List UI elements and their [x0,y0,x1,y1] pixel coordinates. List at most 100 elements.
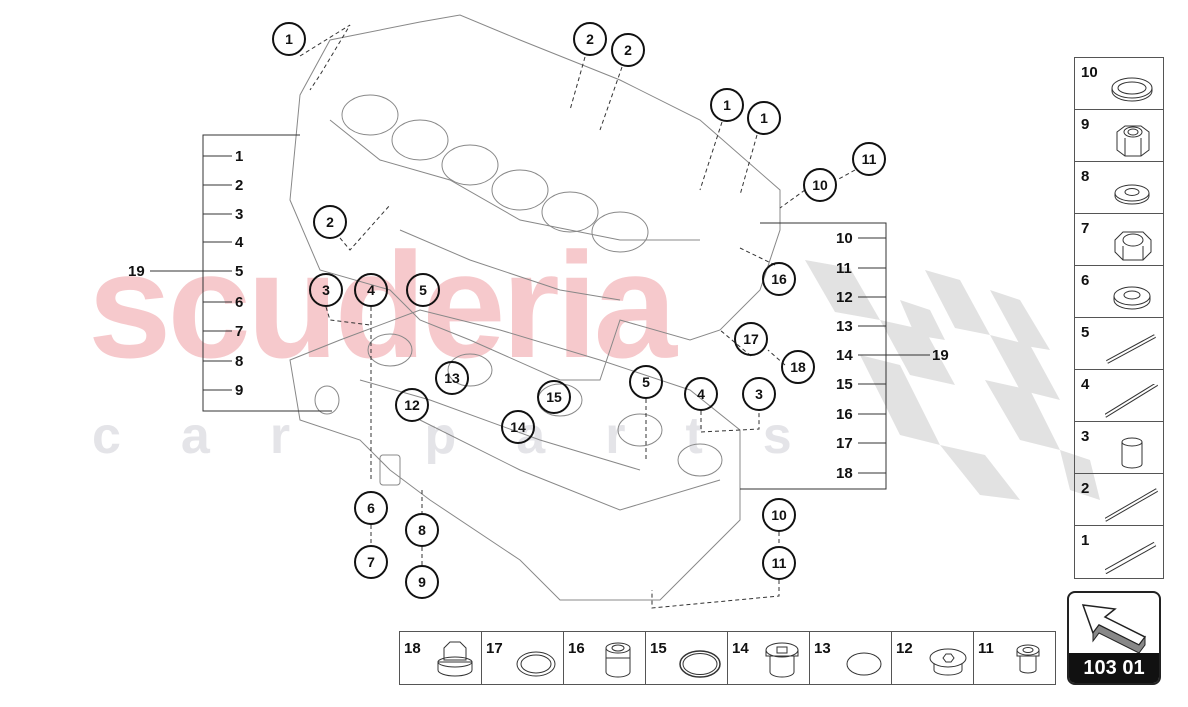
part-number: 13 [814,640,831,657]
callout-17[interactable]: 17 [734,322,768,356]
callout-1[interactable]: 1 [272,22,306,56]
o-ring-icon [846,652,882,676]
part-number: 14 [732,640,749,657]
splined-plug-icon [605,642,631,678]
back-navigation-button[interactable]: 103 01 [1067,591,1161,685]
left-index-8: 8 [235,353,244,370]
right-index-12: 12 [836,289,853,306]
callout-9[interactable]: 9 [405,565,439,599]
hex-nut-icon [1114,231,1152,261]
part-number: 1 [1081,532,1090,549]
right-index-15: 15 [836,376,853,393]
callout-5[interactable]: 5 [406,273,440,307]
part-cell-9[interactable]: 9 [1075,110,1163,162]
watermark-brand: scuderia [88,221,677,389]
right-index-13: 13 [836,318,853,335]
callout-8[interactable]: 8 [405,513,439,547]
part-cell-4[interactable]: 4 [1075,370,1163,422]
part-cell-11[interactable]: 11 [974,632,1055,684]
seal-ring-icon [679,650,721,678]
callout-10[interactable]: 10 [803,168,837,202]
part-cell-6[interactable]: 6 [1075,266,1163,318]
callout-3[interactable]: 3 [309,273,343,307]
part-number: 16 [568,640,585,657]
callout-16[interactable]: 16 [762,262,796,296]
hex-plug-icon [437,641,473,677]
left-index-5: 5 [235,263,244,280]
callout-10[interactable]: 10 [762,498,796,532]
part-number: 5 [1081,324,1090,341]
callout-2[interactable]: 2 [611,33,645,67]
seal-ring-icon [516,651,556,677]
sleeve-bushing-icon [1121,437,1143,469]
part-cell-3[interactable]: 3 [1075,422,1163,474]
left-index-4: 4 [235,234,244,251]
part-cell-2[interactable]: 2 [1075,474,1163,526]
part-cell-15[interactable]: 15 [646,632,728,684]
left-index-1: 1 [235,148,244,165]
part-cell-10[interactable]: 10 [1075,58,1163,110]
part-number: 8 [1081,168,1090,185]
left-group-label: 19 [128,263,145,280]
callout-4[interactable]: 4 [684,377,718,411]
callout-3[interactable]: 3 [742,377,776,411]
splined-plug-small-icon [1016,644,1040,674]
callout-7[interactable]: 7 [354,545,388,579]
right-index-10: 10 [836,230,853,247]
parts-panel-bottom: 18 17 16 15 14 13 12 11 [399,631,1056,685]
part-cell-13[interactable]: 13 [810,632,892,684]
part-cell-18[interactable]: 18 [400,632,482,684]
part-number: 10 [1081,64,1098,81]
washer-icon [1114,184,1150,205]
part-cell-7[interactable]: 7 [1075,214,1163,266]
left-index-6: 6 [235,294,244,311]
callout-13[interactable]: 13 [435,361,469,395]
callout-6[interactable]: 6 [354,491,388,525]
part-number: 7 [1081,220,1090,237]
part-cell-16[interactable]: 16 [564,632,646,684]
parts-panel-right: 10 9 8 7 6 5 4 3 2 1 [1074,57,1164,579]
callout-1[interactable]: 1 [747,101,781,135]
callout-15[interactable]: 15 [537,380,571,414]
right-index-16: 16 [836,406,853,423]
callout-11[interactable]: 11 [852,142,886,176]
right-group-label: 19 [932,347,949,364]
left-index-3: 3 [235,206,244,223]
washer-icon [1113,286,1151,310]
stud-bolt-icon [1105,541,1157,574]
callout-14[interactable]: 14 [501,410,535,444]
screw-plug-icon [765,642,799,678]
callout-11[interactable]: 11 [762,546,796,580]
part-cell-5[interactable]: 5 [1075,318,1163,370]
part-cell-12[interactable]: 12 [892,632,974,684]
stud-bolt-icon [1105,384,1159,418]
callout-5[interactable]: 5 [629,365,663,399]
callout-1[interactable]: 1 [710,88,744,122]
callout-2[interactable]: 2 [313,205,347,239]
watermark-sub: car parts [92,407,852,465]
part-cell-1[interactable]: 1 [1075,526,1163,578]
callout-12[interactable]: 12 [395,388,429,422]
part-number: 3 [1081,428,1090,445]
callout-18[interactable]: 18 [781,350,815,384]
arrow-up-left-icon [1081,604,1147,653]
stud-bolt-icon [1105,488,1158,522]
right-index-17: 17 [836,435,853,452]
part-number: 4 [1081,376,1090,393]
part-cell-17[interactable]: 17 [482,632,564,684]
part-number: 9 [1081,116,1090,133]
part-cell-14[interactable]: 14 [728,632,810,684]
part-number: 15 [650,640,667,657]
part-number: 17 [486,640,503,657]
left-index-9: 9 [235,382,244,399]
washer-large-icon [1111,77,1153,102]
right-index-18: 18 [836,465,853,482]
stud-bolt-icon [1106,334,1156,364]
part-cell-8[interactable]: 8 [1075,162,1163,214]
right-index-14: 14 [836,347,853,364]
left-index-7: 7 [235,323,244,340]
part-number: 2 [1081,480,1090,497]
callout-4[interactable]: 4 [354,273,388,307]
callout-2[interactable]: 2 [573,22,607,56]
hex-nut-tall-icon [1116,125,1150,157]
